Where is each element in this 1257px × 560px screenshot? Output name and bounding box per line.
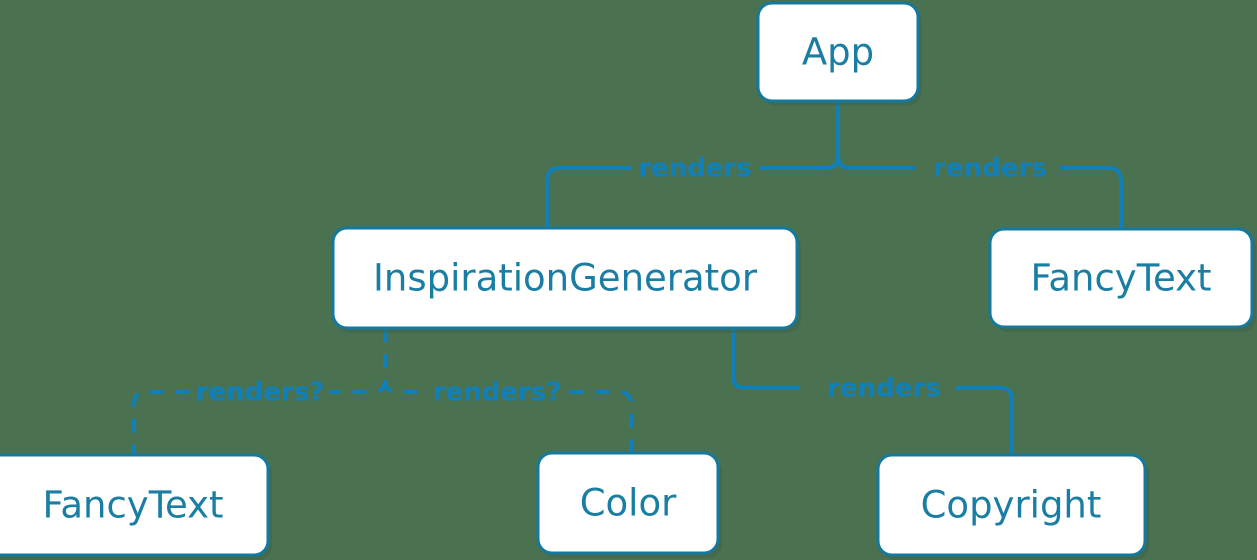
- edge-inspiration-to-fancytext-bottom: renders?: [132, 328, 387, 455]
- edge-app-to-fancytext-left-seg: [836, 101, 915, 170]
- node-copyright-box[interactable]: [876, 453, 1147, 557]
- node-color-box[interactable]: [536, 451, 720, 555]
- node-fancytext-right-box[interactable]: [988, 227, 1254, 329]
- node-color[interactable]: Color: [536, 451, 722, 558]
- edge-inspiration-fancytext-upper-seg: [330, 328, 387, 394]
- edge-app-to-inspiration-right-seg: [760, 101, 840, 170]
- node-fancytext-bottom-box[interactable]: [0, 453, 270, 557]
- node-copyright[interactable]: Copyright: [876, 453, 1149, 560]
- edge-inspiration-to-copyright: renders: [731, 328, 1014, 455]
- edge-label-renders-copyright: renders: [827, 374, 941, 404]
- node-app[interactable]: App: [756, 1, 922, 106]
- edge-app-to-fancytext-right: renders: [836, 101, 1123, 229]
- edge-inspiration-color-upper-seg: [383, 328, 420, 394]
- edge-label-renders-app-fancytext: renders: [933, 154, 1047, 184]
- edge-label-renders-app-inspiration: renders: [638, 154, 752, 184]
- edge-inspiration-color-lower-seg: [570, 390, 633, 453]
- node-fancytext-bottom-label: FancyText: [42, 484, 223, 527]
- edge-inspiration-to-color: renders?: [383, 328, 633, 453]
- node-app-box[interactable]: [756, 1, 920, 103]
- node-inspirationgenerator-label: InspirationGenerator: [373, 257, 758, 300]
- edge-label-renders-q-color: renders?: [433, 378, 562, 408]
- edge-app-to-inspiration-left-seg: [545, 166, 632, 228]
- edge-inspiration-copyright-left-seg: [731, 328, 800, 390]
- edge-inspiration-fancytext-lower-seg: [132, 390, 190, 455]
- node-fancytext-right[interactable]: FancyText: [988, 227, 1256, 332]
- node-inspirationgenerator[interactable]: InspirationGenerator: [331, 226, 801, 333]
- edge-app-to-inspiration: renders: [545, 101, 840, 228]
- edge-label-renders-q-fancytext: renders?: [196, 378, 325, 408]
- edge-app-to-fancytext-right-seg: [1060, 166, 1123, 229]
- edge-inspiration-copyright-right-seg: [955, 386, 1014, 455]
- node-copyright-label: Copyright: [921, 484, 1102, 527]
- node-app-label: App: [802, 31, 874, 74]
- node-fancytext-right-label: FancyText: [1030, 257, 1211, 300]
- node-color-label: Color: [580, 482, 677, 525]
- node-inspirationgenerator-box[interactable]: [331, 226, 799, 330]
- node-fancytext-bottom[interactable]: FancyText: [0, 453, 272, 560]
